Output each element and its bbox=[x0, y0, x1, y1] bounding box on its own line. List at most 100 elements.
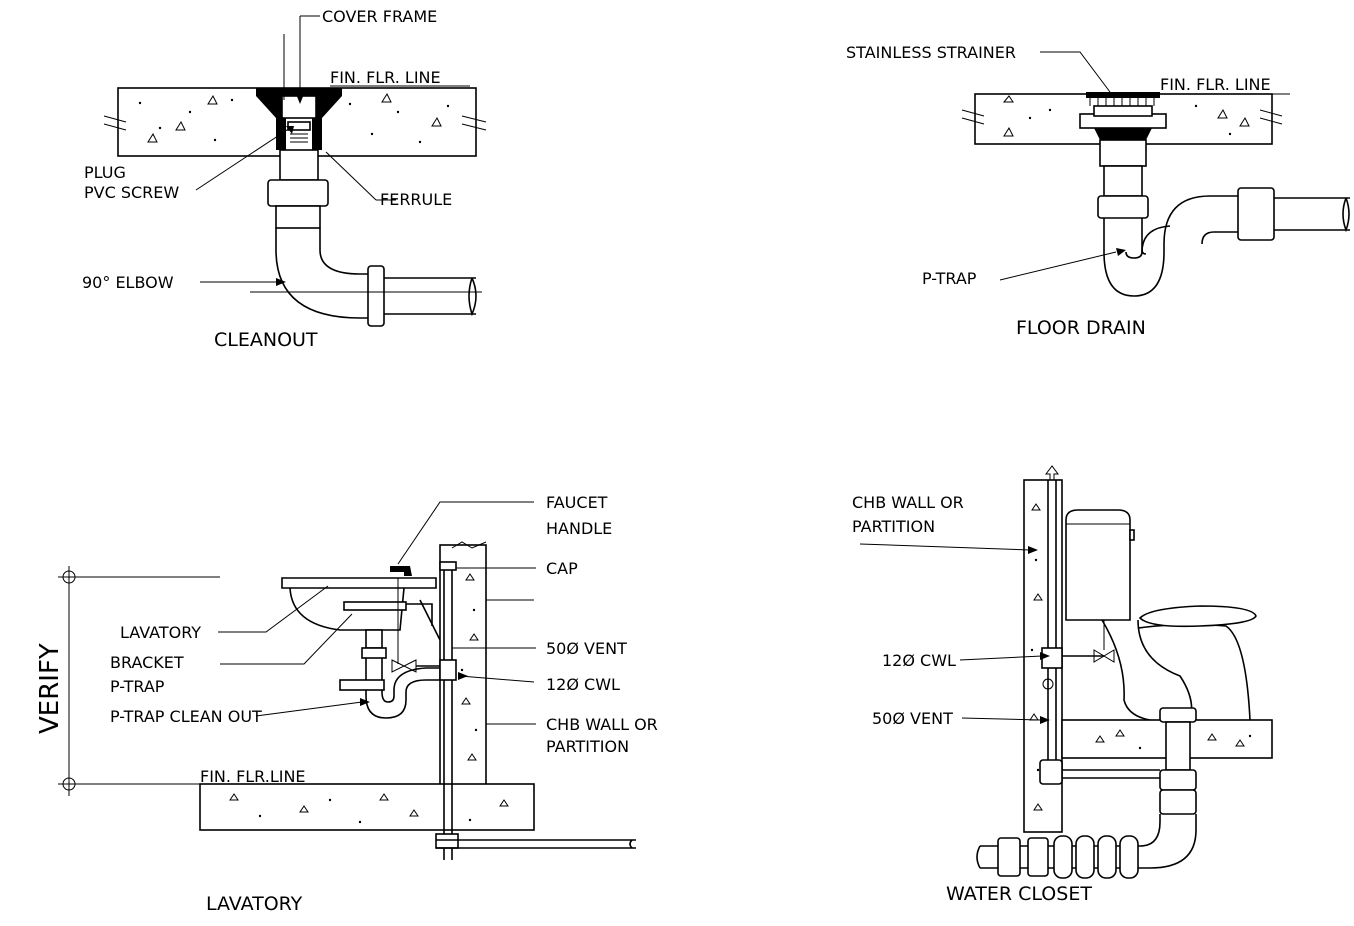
label-p-trap-clean-out: P-TRAP CLEAN OUT bbox=[110, 707, 262, 726]
label-p-trap-lav: P-TRAP bbox=[110, 677, 165, 696]
label-ferrule: FERRULE bbox=[380, 190, 452, 209]
leader-lavatory bbox=[218, 585, 329, 633]
wc-vent-branch bbox=[1062, 769, 1160, 779]
elbow-hub bbox=[367, 265, 385, 327]
label-cap: CAP bbox=[546, 559, 578, 578]
stainless-strainer bbox=[1086, 92, 1160, 98]
concrete-hatch bbox=[229, 793, 509, 824]
label-bracket: BRACKET bbox=[110, 653, 184, 672]
label-cwl-lav: 12Ø CWL bbox=[546, 675, 620, 694]
concrete-hatch bbox=[1002, 95, 1250, 137]
lavatory-bowl bbox=[289, 587, 405, 631]
leader-ferrule bbox=[325, 151, 377, 201]
verify-dimension bbox=[58, 566, 80, 796]
label-fin-flr-line: FIN. FLR. LINE bbox=[330, 68, 441, 87]
concrete-hatch bbox=[1029, 503, 1043, 811]
label-elbow: 90° ELBOW bbox=[82, 273, 174, 292]
label-vent-lav: 50Ø VENT bbox=[546, 639, 627, 658]
label-fin-flr-line-fd: FIN. FLR. LINE bbox=[1160, 75, 1271, 94]
leader-faucet bbox=[397, 501, 534, 565]
lavatory-detail: VERIFY bbox=[35, 493, 658, 915]
wc-drain-outer bbox=[980, 814, 1161, 847]
leader-cwl-wc bbox=[959, 655, 1043, 661]
drain-tailpiece bbox=[1099, 139, 1147, 167]
label-chb-wall-wc: CHB WALL OR bbox=[852, 493, 964, 512]
water-closet-title: WATER CLOSET bbox=[946, 883, 1092, 905]
wc-closet-flange bbox=[1159, 707, 1197, 723]
lavatory-title: LAVATORY bbox=[206, 893, 303, 915]
cover-frame bbox=[256, 88, 342, 150]
lav-p-trap-outer bbox=[365, 658, 440, 719]
faucet bbox=[390, 566, 412, 576]
leader-cwl-lav bbox=[459, 675, 535, 683]
leader-vent-wc bbox=[961, 717, 1043, 721]
vent-cap bbox=[439, 561, 457, 571]
break-line-left bbox=[103, 115, 127, 131]
drain-coupling bbox=[1097, 195, 1149, 219]
p-trap-clean-out-plug bbox=[339, 679, 385, 691]
elbow-outer bbox=[275, 228, 372, 319]
label-pvc-screw: PVC SCREW bbox=[84, 183, 179, 202]
lav-tailpiece bbox=[365, 629, 383, 649]
lavatory-rim bbox=[281, 577, 437, 589]
pipe-stub bbox=[275, 205, 321, 229]
wc-bowl-body bbox=[1137, 623, 1251, 721]
wc-drain-inner bbox=[980, 814, 1197, 869]
wc-bowl-front bbox=[1137, 619, 1193, 721]
floor-drain-title: FLOOR DRAIN bbox=[1016, 317, 1146, 339]
wc-drain-couplings bbox=[997, 835, 1139, 879]
leader-p-trap-clean-out bbox=[255, 701, 363, 717]
lav-p-trap-inner bbox=[381, 658, 440, 703]
label-cwl-wc: 12Ø CWL bbox=[882, 651, 956, 670]
ferrule-pipe bbox=[279, 149, 319, 181]
lav-vent-pipe bbox=[443, 566, 453, 860]
wc-tank bbox=[1065, 509, 1131, 621]
break-line-right bbox=[461, 115, 487, 131]
concrete-hatch bbox=[460, 573, 479, 761]
label-cover-frame: COVER FRAME bbox=[322, 7, 437, 26]
wc-closet-bend-pipe bbox=[1165, 721, 1191, 771]
concrete-hatch bbox=[138, 92, 450, 144]
floor-drain-detail: STAINLESS STRAINER FIN. FLR. LINE P-TRAP… bbox=[846, 43, 1350, 339]
label-faucet: FAUCET bbox=[546, 493, 608, 512]
leader-plug bbox=[195, 127, 291, 191]
label-chb-wall-lav: CHB WALL OR bbox=[546, 715, 658, 734]
label-plug: PLUG bbox=[84, 163, 126, 182]
label-stainless-strainer: STAINLESS STRAINER bbox=[846, 43, 1016, 62]
water-closet-detail: CHB WALL OR PARTITION 12Ø CWL 50Ø VENT W… bbox=[852, 465, 1273, 905]
pipe-break bbox=[468, 277, 477, 317]
p-trap-inner-outlet bbox=[1201, 231, 1238, 245]
leader-chb-wall-wc bbox=[859, 543, 1031, 551]
p-trap-inner-bend bbox=[1125, 218, 1143, 259]
concrete-hatch bbox=[1095, 729, 1252, 750]
label-lavatory: LAVATORY bbox=[120, 623, 201, 642]
label-partition-wc: PARTITION bbox=[852, 517, 935, 536]
pipe-coupling bbox=[267, 179, 329, 207]
outlet-pipe bbox=[384, 277, 476, 315]
lav-drain-pipe bbox=[436, 839, 636, 849]
label-fin-flr-line-lav: FIN. FLR.LINE bbox=[200, 767, 306, 786]
cwl-fitting bbox=[439, 659, 457, 681]
label-handle: HANDLE bbox=[546, 519, 612, 538]
drain-outlet-hub bbox=[1237, 187, 1275, 241]
elbow-inner bbox=[319, 228, 372, 275]
label-vent-wc: 50Ø VENT bbox=[872, 709, 953, 728]
cleanout-detail: COVER FRAME FIN. FLR. LINE PLUG PVC SCRE… bbox=[82, 7, 487, 351]
leader-bracket bbox=[220, 613, 353, 665]
wc-trapway bbox=[1101, 619, 1151, 721]
leader-strainer bbox=[1040, 51, 1111, 93]
label-partition-lav: PARTITION bbox=[546, 737, 629, 756]
lav-floor-slab bbox=[199, 783, 535, 831]
vent-up-arrow bbox=[1045, 465, 1059, 481]
wc-stop-valve bbox=[1093, 649, 1115, 663]
verify-label: VERIFY bbox=[35, 643, 65, 734]
basin-bracket bbox=[343, 601, 407, 611]
p-trap-outer bbox=[1103, 195, 1238, 297]
cleanout-title: CLEANOUT bbox=[214, 329, 318, 351]
label-p-trap-fd: P-TRAP bbox=[922, 269, 977, 288]
drain-outlet-pipe bbox=[1274, 197, 1350, 231]
wc-vent-pipe bbox=[1047, 480, 1057, 760]
screw-threads bbox=[290, 133, 308, 143]
